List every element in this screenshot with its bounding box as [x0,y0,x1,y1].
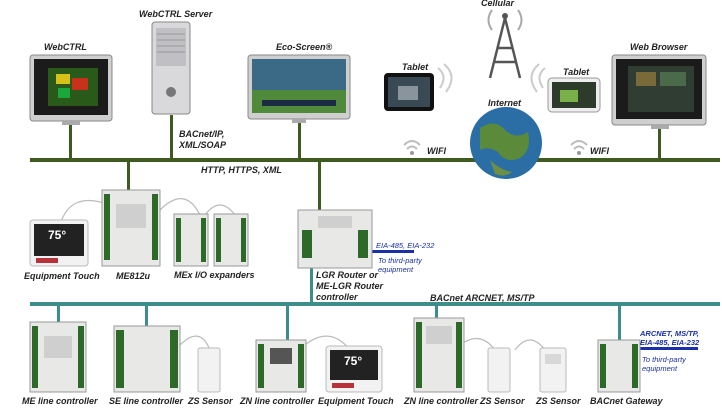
eia-line-lgr [372,250,414,253]
label-web-browser: Web Browser [630,42,688,52]
drop-gateway [618,305,621,341]
label-mex: MEx I/O expanders [174,270,255,280]
arcnet-bus [30,302,720,306]
drop-se-line [145,305,148,327]
label-arcnet-2a: ARCNET, MS/TP, [640,329,699,338]
label-zs-3: ZS Sensor [536,396,581,406]
zs-sensor-3-device [539,347,567,393]
label-wifi-right: WIFI [590,146,609,156]
cable-zs-zs [514,339,546,351]
label-third-party-2b: equipment [642,364,678,373]
drop-zn-1 [286,305,289,341]
label-webctrl-server: WebCTRL Server [139,9,213,19]
label-tablet-left: Tablet [402,62,429,72]
zs-sensor-1-device [197,347,221,393]
label-bacnet-arcnet: BACnet ARCNET, MS/TP [430,293,535,303]
label-webctrl: WebCTRL [44,42,87,52]
label-third-party-2a: To third-party [642,355,686,364]
label-eia-1: EIA-485, EIA-232 [376,241,435,250]
thermostat-display-top: 75° [48,228,67,242]
thermostat-display-bottom: 75° [344,354,363,368]
label-wifi-left: WIFI [427,146,446,156]
label-third-party-1b: equipment [378,265,414,274]
internet-globe [470,107,542,179]
equipment-touch-bottom-device [325,345,383,393]
label-cellular: Cellular [481,0,515,8]
drop-zn-2 [435,305,438,319]
cable-me812u-mex [159,198,201,216]
drop-browser [658,128,661,159]
drop-lgr-arcnet [310,268,313,304]
label-tablet-right: Tablet [563,67,590,77]
drop-ecoscreen [298,120,301,159]
label-third-party-1a: To third-party [378,256,422,265]
wifi-icon-tablet-left [437,63,453,93]
equipment-touch-top-device [29,219,89,267]
cable-se-zs [179,335,211,351]
zs-sensor-2-device [487,347,511,393]
mex-expander-2 [213,213,249,267]
zn-line-2-device [413,317,465,393]
tablet-left [384,73,434,111]
label-lgr-3: controller [316,292,358,302]
drop-me812u [127,161,130,195]
bacnet-gateway-device [597,339,641,393]
label-xml-soap: XML/SOAP [179,140,227,150]
label-internet: Internet [488,98,522,108]
tablet-right [547,77,601,113]
drop-lgr [318,161,321,211]
label-zs-2: ZS Sensor [480,396,525,406]
ethernet-bus [30,158,720,162]
label-zn-line-2: ZN line controller [404,396,479,406]
cellular-tower [487,9,523,79]
me812u-device [101,189,161,267]
drop-me-line [57,305,60,325]
se-line-device [113,325,181,393]
label-se-line: SE line controller [109,396,184,406]
wifi-icon-tablet-right [530,63,546,93]
drop-server [170,115,173,159]
mex-expander-1 [173,213,209,267]
label-lgr-1: LGR Router or [316,270,378,280]
webctrl-monitor [29,54,113,125]
eia-line-gateway [640,347,698,350]
web-browser-monitor [611,54,707,129]
cable-mex-mex [204,204,236,216]
wifi-icon-right [570,140,588,155]
label-zs-1: ZS Sensor [188,396,233,406]
label-arcnet-2b: EIA-485, EIA-232 [640,338,700,347]
eco-screen-monitor [247,54,351,123]
label-me-line: ME line controller [22,396,98,406]
wifi-icon-left [403,140,421,155]
label-bacnet-ip: BACnet/IP, [179,129,225,139]
me-line-device [29,321,87,393]
label-http: HTTP, HTTPS, XML [201,165,282,175]
label-eco-screen: Eco-Screen® [276,42,333,52]
label-bacnet-gateway: BACnet Gateway [590,396,663,406]
label-zn-line-1: ZN line controller [240,396,315,406]
zn-line-1-device [255,339,307,393]
drop-webctrl [69,125,72,159]
label-equipment-touch-bottom: Equipment Touch [318,396,394,406]
lgr-router-device [297,209,373,269]
webctrl-server-tower [151,21,191,115]
label-me812u: ME812u [116,271,151,281]
label-equipment-touch-top: Equipment Touch [24,271,100,281]
label-lgr-2: ME-LGR Router [316,281,383,291]
